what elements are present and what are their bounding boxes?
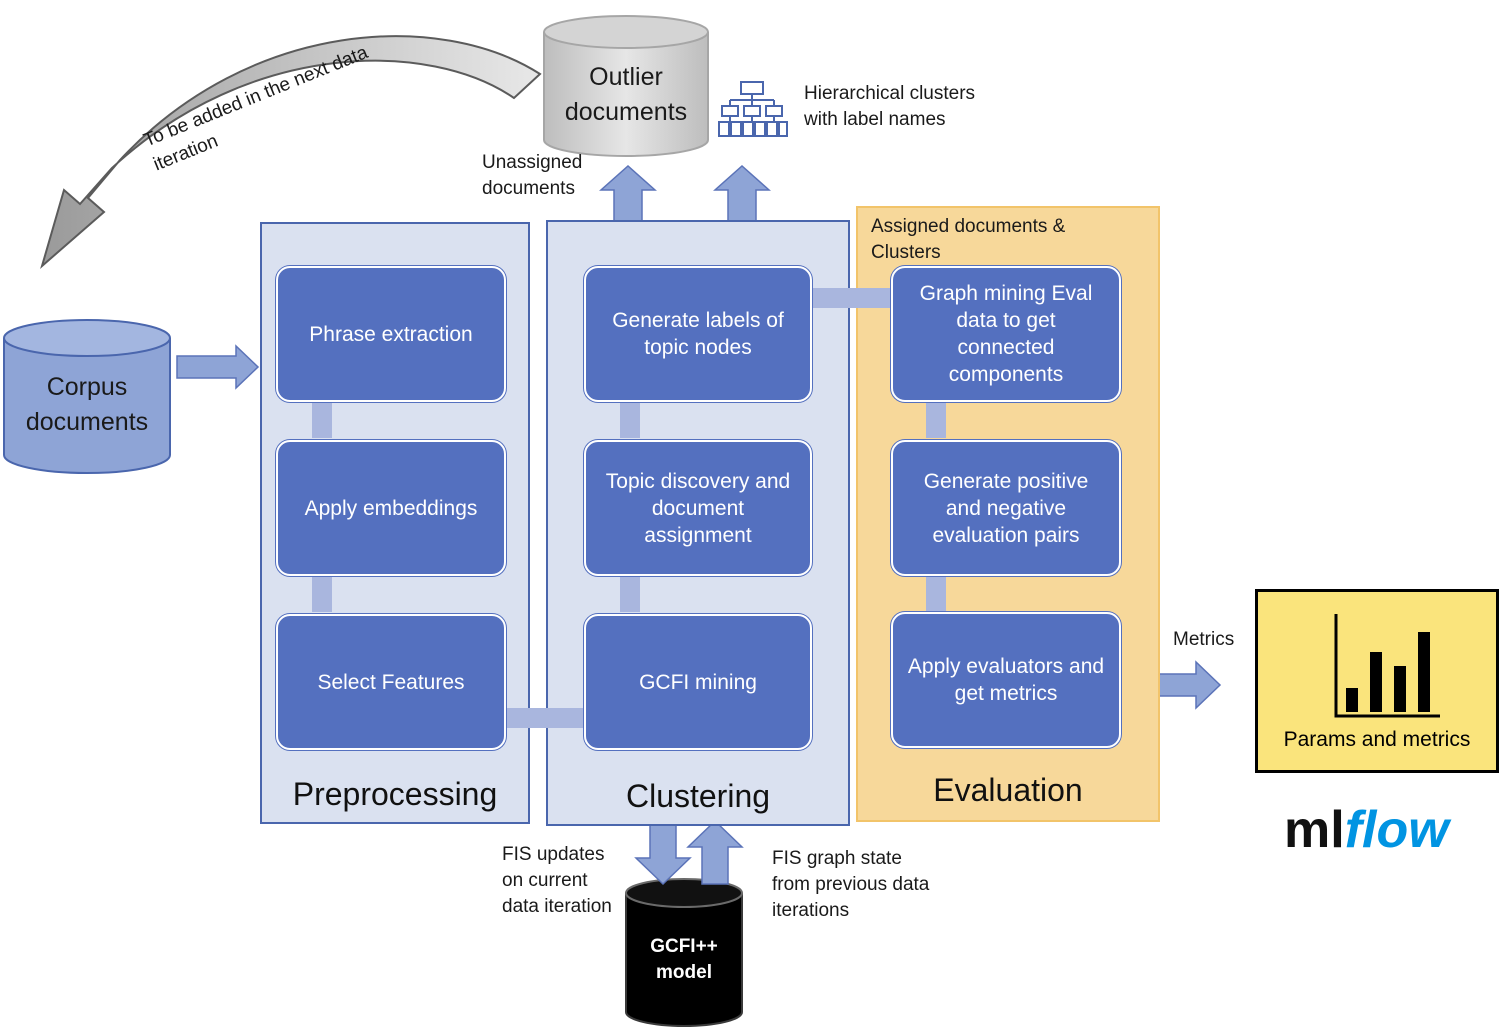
fis-updates-label: FIS updates on current data iteration: [502, 844, 612, 917]
bar-chart-icon: [1334, 614, 1440, 718]
mlflow-logo: mlflow: [1284, 800, 1449, 860]
clustering-title: Clustering: [625, 778, 771, 814]
phrase-extraction-node: Phrase extraction: [276, 266, 506, 402]
connector: [312, 402, 332, 438]
corpus-label: Corpus documents: [25, 373, 149, 436]
evaluation-header-label: Assigned documents & Clusters: [871, 216, 1066, 263]
preprocessing-to-clustering-connector: [506, 708, 584, 728]
mlflow-logo-ml: ml: [1284, 801, 1345, 859]
hierarchical-label: Hierarchical clusters with label names: [804, 83, 976, 130]
mlflow-logo-flow: flow: [1344, 801, 1449, 859]
corpus-documents-cylinder: [3, 319, 171, 474]
connector: [926, 576, 946, 612]
topic-discovery-node: Topic discovery and document assignment: [584, 440, 812, 576]
connector: [620, 576, 640, 612]
select-features-node: Select Features: [276, 614, 506, 750]
unassigned-label: Unassigned documents: [482, 152, 583, 199]
apply-evaluators-node: Apply evaluators and get metrics: [891, 612, 1121, 748]
next-iteration-curved-arrow: [40, 35, 542, 269]
model-label: GCFI++ model: [650, 936, 718, 983]
gcfi-mining-node: GCFI mining: [584, 614, 812, 750]
outlier-label: Outlier documents: [564, 63, 688, 126]
fis-graph-up-arrow: [686, 819, 744, 885]
evaluation-title: Evaluation: [933, 772, 1083, 808]
params-metrics-label: Params and metrics: [1283, 728, 1471, 751]
corpus-to-preprocessing-arrow: [176, 344, 260, 390]
connector: [312, 576, 332, 612]
graph-mining-node: Graph mining Eval data to get connected …: [891, 266, 1121, 402]
outlier-documents-cylinder: [543, 15, 709, 157]
connector: [620, 402, 640, 438]
fis-graph-label: FIS graph state from previous data itera…: [772, 848, 930, 921]
gcfi-model-cylinder: [625, 878, 743, 1027]
fis-updates-down-arrow: [634, 821, 692, 886]
connector: [926, 402, 946, 438]
preprocessing-title: Preprocessing: [292, 776, 498, 812]
generate-pairs-node: Generate positive and negative evaluatio…: [891, 440, 1121, 576]
hierarchy-icon: [718, 81, 788, 137]
metrics-label: Metrics: [1173, 629, 1235, 650]
apply-embeddings-node: Apply embeddings: [276, 440, 506, 576]
generate-labels-node: Generate labels of topic nodes: [584, 266, 812, 402]
params-metrics-box: Params and metrics: [1255, 589, 1499, 773]
clustering-to-evaluation-connector: [812, 288, 892, 308]
